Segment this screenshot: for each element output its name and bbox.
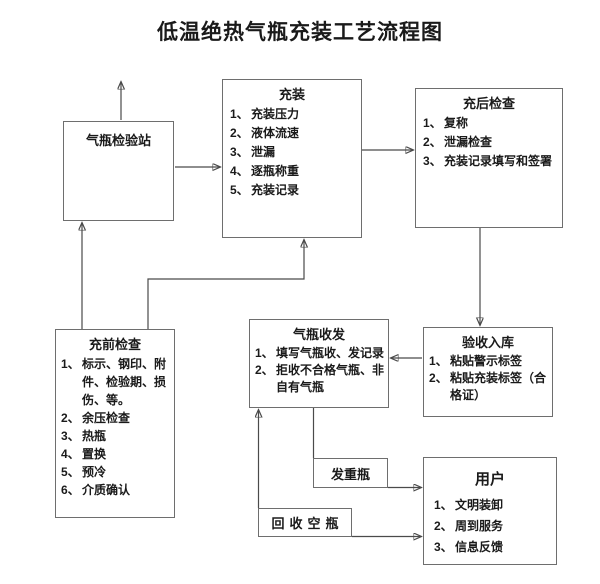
node-title: 气瓶检验站 [85, 133, 151, 148]
arrow-precheck-to-filling [147, 240, 304, 329]
item-text: 拒收不合格气瓶、非自有气瓶 [276, 363, 385, 394]
item-number: 5、 [230, 183, 249, 197]
flow-node-post-check: 充后检查 1、复称 2、泄漏检查 3、充装记录填写和签署 [415, 88, 563, 228]
list-item: 2、周到服务 [434, 516, 554, 537]
flow-node-filling: 充装 1、充装压力 2、液体流速 3、泄漏 4、逐瓶称重 5、充装记录 [222, 79, 362, 238]
node-title: 充后检查 [462, 96, 515, 111]
item-number: 2、 [61, 411, 80, 425]
item-number: 5、 [61, 465, 80, 479]
item-text: 置换 [82, 447, 107, 461]
item-text: 粘贴警示标签 [450, 354, 523, 368]
list-item: 1、复称 [423, 114, 560, 133]
list-item: 3、充装记录填写和签署 [423, 152, 560, 171]
list-item: 2、拒收不合格气瓶、非自有气瓶 [255, 362, 386, 396]
list-item: 3、信息反馈 [434, 537, 554, 558]
list-item: 6、介质确认 [61, 481, 172, 499]
item-number: 2、 [434, 519, 453, 533]
flow-node-user: 用户 1、文明装卸 2、周到服务 3、信息反馈 [423, 457, 557, 565]
item-text: 充装压力 [251, 107, 300, 121]
item-number: 1、 [61, 357, 80, 371]
list-item: 1、文明装卸 [434, 495, 554, 516]
node-title: 气瓶收发 [292, 327, 345, 342]
page-title: 低温绝热气瓶充装工艺流程图 [157, 19, 443, 44]
list-item: 5、充装记录 [230, 181, 359, 200]
flow-label-dispatch-full-cylinders: 发重瓶 [313, 458, 388, 488]
node-items: 1、标示、钢印、附件、检验期、损伤、等。 2、余压检查 3、热瓶 4、置换 5、… [56, 354, 174, 499]
list-item: 2、液体流速 [230, 124, 359, 143]
item-text: 余压检查 [82, 411, 131, 425]
item-number: 2、 [255, 363, 274, 377]
list-item: 2、粘贴充装标签（合格证） [429, 370, 550, 404]
item-number: 3、 [423, 154, 442, 168]
item-text: 文明装卸 [455, 498, 504, 512]
node-title: 验收入库 [461, 335, 514, 350]
node-items: 1、复称 2、泄漏检查 3、充装记录填写和签署 [416, 113, 562, 171]
list-item: 4、置换 [61, 445, 172, 463]
item-number: 3、 [434, 540, 453, 554]
list-item: 1、标示、钢印、附件、检验期、损伤、等。 [61, 355, 172, 409]
item-text: 复称 [444, 116, 469, 130]
item-number: 4、 [61, 447, 80, 461]
list-item: 1、填写气瓶收、发记录 [255, 345, 386, 362]
flow-label-recycle-empty-cylinders: 回收空瓶 [258, 508, 352, 537]
item-text: 预冷 [82, 465, 107, 479]
item-number: 1、 [255, 346, 274, 360]
list-item: 3、热瓶 [61, 427, 172, 445]
item-text: 粘贴充装标签（合格证） [450, 371, 547, 402]
item-number: 1、 [434, 498, 453, 512]
node-title: 充前检查 [88, 337, 141, 352]
node-items: 1、填写气瓶收、发记录 2、拒收不合格气瓶、非自有气瓶 [250, 344, 388, 396]
item-number: 3、 [61, 429, 80, 443]
item-number: 1、 [429, 354, 448, 368]
item-number: 3、 [230, 145, 249, 159]
node-items: 1、充装压力 2、液体流速 3、泄漏 4、逐瓶称重 5、充装记录 [223, 104, 361, 200]
node-items: 1、粘贴警示标签 2、粘贴充装标签（合格证） [424, 352, 552, 404]
node-title: 用户 [474, 471, 505, 488]
flow-node-inspection-station: 气瓶检验站 [63, 121, 174, 221]
item-text: 充装记录填写和签署 [444, 154, 553, 168]
item-number: 2、 [423, 135, 442, 149]
item-text: 热瓶 [82, 429, 107, 443]
list-item: 2、余压检查 [61, 409, 172, 427]
item-number: 2、 [230, 126, 249, 140]
list-item: 1、粘贴警示标签 [429, 353, 550, 370]
item-text: 泄漏检查 [444, 135, 493, 149]
item-number: 4、 [230, 164, 249, 178]
list-item: 5、预冷 [61, 463, 172, 481]
item-text: 逐瓶称重 [251, 164, 300, 178]
item-number: 6、 [61, 483, 80, 497]
node-items: 1、文明装卸 2、周到服务 3、信息反馈 [424, 494, 556, 558]
item-text: 液体流速 [251, 126, 300, 140]
list-item: 3、泄漏 [230, 143, 359, 162]
item-number: 2、 [429, 371, 448, 385]
item-text: 标示、钢印、附件、检验期、损伤、等。 [82, 357, 167, 407]
flow-node-acceptance-storage: 验收入库 1、粘贴警示标签 2、粘贴充装标签（合格证） [423, 327, 553, 417]
item-text: 介质确认 [82, 483, 131, 497]
item-text: 信息反馈 [455, 540, 504, 554]
item-number: 1、 [423, 116, 442, 130]
item-text: 周到服务 [455, 519, 504, 533]
list-item: 2、泄漏检查 [423, 133, 560, 152]
list-item: 4、逐瓶称重 [230, 162, 359, 181]
list-item: 1、充装压力 [230, 105, 359, 124]
item-text: 充装记录 [251, 183, 300, 197]
flow-node-pre-check: 充前检查 1、标示、钢印、附件、检验期、损伤、等。 2、余压检查 3、热瓶 4、… [55, 329, 175, 518]
flow-node-receipt-dispatch: 气瓶收发 1、填写气瓶收、发记录 2、拒收不合格气瓶、非自有气瓶 [249, 319, 389, 408]
item-text: 泄漏 [251, 145, 276, 159]
item-text: 填写气瓶收、发记录 [276, 346, 385, 360]
node-title: 充装 [278, 87, 305, 102]
item-number: 1、 [230, 107, 249, 121]
